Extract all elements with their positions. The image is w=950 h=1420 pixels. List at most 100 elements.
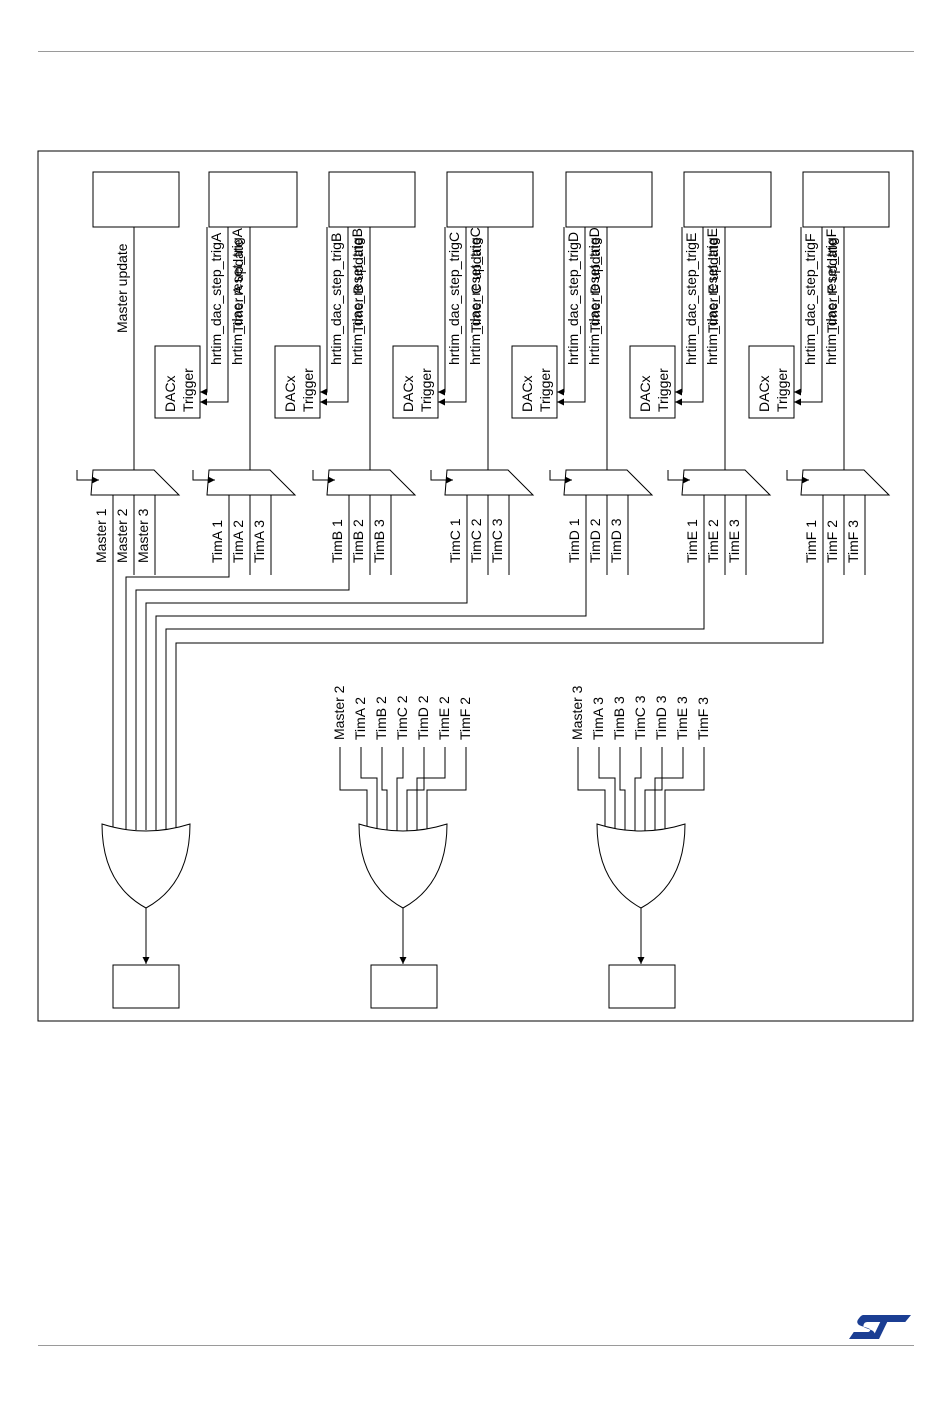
reset-trig-label-c: hrtim_dac_reset_trigC [467, 227, 483, 365]
reset-trig-label-a: hrtim_dac_reset_trigA [229, 227, 245, 365]
or_group_3-label-5: TimE 3 [674, 696, 690, 740]
bus-line-e-1 [165, 575, 705, 830]
mux-d [563, 469, 654, 496]
mux-select-f [786, 470, 809, 484]
or_group_2-wire-6 [426, 747, 467, 836]
step-trig-line-b [320, 227, 328, 396]
or_group_3-wire-6 [664, 747, 705, 836]
dac-trigger-box-e [629, 345, 676, 419]
or_group_2-label-2: TimB 2 [373, 696, 389, 740]
dac-trigger-label2-e: Trigger [655, 368, 671, 412]
diagram-frame [37, 150, 914, 1022]
or-gate-3 [596, 823, 686, 909]
step-trig-line-d [557, 227, 565, 396]
update-label-b: Timer B update [350, 238, 366, 333]
mux-input-label-d-1: TimD 1 [566, 518, 582, 563]
mux-input-label-b-3: TimB 3 [371, 519, 387, 563]
reset-trig-line-a [200, 227, 229, 406]
or-output-box-1 [112, 964, 180, 1009]
dac-trigger-label-a: DACx [162, 375, 178, 412]
or-output-box-3 [608, 964, 676, 1009]
or_group_2-wire-1 [360, 747, 378, 836]
step-trig-label-d: hrtim_dac_step_trigD [565, 232, 581, 365]
timer-block-e [683, 171, 772, 228]
mux-select-b [312, 470, 335, 484]
or-gate-3-shape [596, 823, 686, 909]
mux-select-d [549, 470, 572, 484]
dac-trigger-label2-f: Trigger [774, 368, 790, 412]
bus-line-a-1 [125, 575, 230, 830]
dac-trigger-label-c: DACx [400, 375, 416, 412]
header-rule [38, 51, 914, 52]
reset-trig-line-c [438, 227, 467, 406]
or_group_3-wire-4 [644, 747, 663, 836]
timer-block-c [446, 171, 534, 228]
dac-trigger-label2-a: Trigger [180, 368, 196, 412]
reset-trig-line-f [794, 227, 823, 406]
bus-line-b-1 [135, 575, 350, 830]
update-label-e: Timer E update [705, 238, 721, 333]
step-trig-line-a [200, 227, 208, 396]
or_group_3-wire-5 [654, 747, 684, 836]
update-label-f: Timer F update [824, 238, 840, 333]
or_group_3-wire-0 [577, 747, 606, 836]
mux-select-master [76, 470, 99, 484]
or_group_3-wire-1 [598, 747, 616, 836]
or_group_2-label-1: TimA 2 [352, 697, 368, 740]
mux-input-label-a-2: TimA 2 [230, 520, 246, 563]
or_group_2-label-3: TimC 2 [394, 695, 410, 740]
dac-trigger-box-a [154, 345, 201, 419]
dac-trigger-box-f [748, 345, 795, 419]
dac-trigger-label2-d: Trigger [537, 368, 553, 412]
or-gate-2-shape [358, 823, 448, 909]
reset-trig-label-f: hrtim_dac_reset_trigF [823, 229, 839, 365]
or-output-box-2 [370, 964, 438, 1009]
reset-trig-label-e: hrtim_dac_reset_trigE [704, 228, 720, 365]
mux-e [681, 469, 772, 496]
step-trig-line-f [794, 227, 802, 396]
reset-trig-line-b [320, 227, 349, 406]
or_group_3-label-0: Master 3 [569, 685, 585, 740]
mux-f [800, 469, 891, 496]
mux-input-label-c-3: TimC 3 [489, 518, 505, 563]
or_group_3-wire-3 [634, 747, 642, 836]
reset-trig-line-d [557, 227, 586, 406]
dac-trigger-label2-c: Trigger [418, 368, 434, 412]
or_group_2-wire-5 [416, 747, 446, 836]
mux-b [326, 469, 417, 496]
mux-select-c [430, 470, 453, 484]
mux-input-label-master-1: Master 1 [93, 508, 109, 563]
reset-trig-line-e [675, 227, 704, 406]
dac-trigger-box-c [392, 345, 439, 419]
or_group_3-label-1: TimA 3 [590, 697, 606, 740]
mux-input-label-e-2: TimE 2 [705, 519, 721, 563]
or_group_3-label-2: TimB 3 [611, 696, 627, 740]
mux-input-label-f-3: TimF 3 [845, 520, 861, 563]
mux-select-a [192, 470, 215, 484]
mux-input-label-e-3: TimE 3 [726, 519, 742, 563]
st-logo [849, 1315, 911, 1339]
timer-block-d [565, 171, 653, 228]
update-label-c: Timer C update [468, 237, 484, 333]
mux-input-label-c-2: TimC 2 [468, 518, 484, 563]
step-trig-label-a: hrtim_dac_step_trigA [208, 232, 224, 365]
or_group_2-label-0: Master 2 [331, 685, 347, 740]
or_group_3-label-6: TimF 3 [695, 697, 711, 740]
mux-input-label-a-1: TimA 1 [209, 520, 225, 563]
mux-input-label-f-2: TimF 2 [824, 520, 840, 563]
dac-trigger-label2-b: Trigger [300, 368, 316, 412]
mux-select-e [667, 470, 690, 484]
or_group_3-wire-2 [619, 747, 626, 836]
mux-input-label-b-1: TimB 1 [329, 519, 345, 563]
mux-input-label-d-3: TimD 3 [608, 518, 624, 563]
update-label-d: Timer D update [587, 237, 603, 333]
bus-line-d-1 [155, 575, 587, 830]
mux-input-label-e-1: TimE 1 [684, 519, 700, 563]
update-label-a: Timer A update [230, 239, 246, 333]
or_group_3-label-4: TimD 3 [653, 695, 669, 740]
